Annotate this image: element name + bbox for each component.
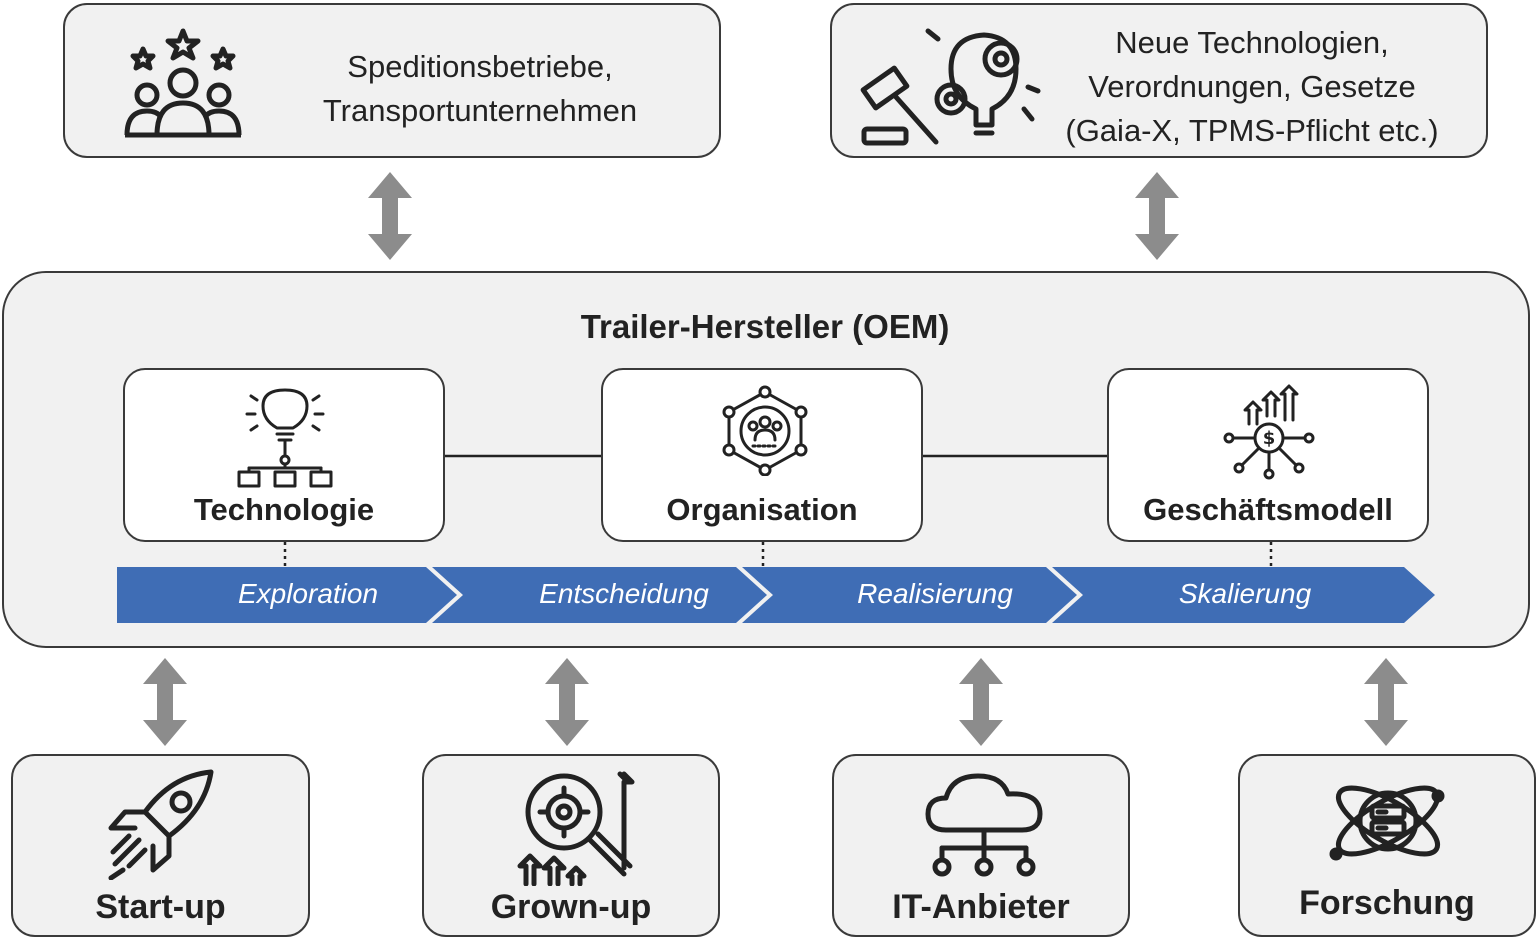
top-left-box: Speditionsbetriebe, Transportunternehmen xyxy=(63,3,721,158)
gavel-gear-bulb-icon xyxy=(856,17,1041,149)
phase-chevron-realisierung xyxy=(742,567,1077,623)
cloud-network-icon xyxy=(922,768,1046,878)
phase-label-exploration: Exploration xyxy=(237,578,379,609)
atom-server-icon xyxy=(1326,766,1450,876)
dimension-geschaeftsmodell: $ Geschäftsmodell xyxy=(1107,368,1429,542)
dimension-technologie: Technologie xyxy=(123,368,445,542)
phase-chevron-exploration xyxy=(117,567,457,623)
people-stars-icon xyxy=(123,25,243,140)
partner-label-start-up: Start-up xyxy=(95,888,226,926)
partner-it-anbieter: IT-Anbieter xyxy=(832,754,1130,937)
rocket-icon xyxy=(101,766,221,880)
dimension-label-technologie: Technologie xyxy=(193,492,375,527)
lightbulb-hierarchy-icon xyxy=(235,384,335,488)
phase-chevron-entscheidung xyxy=(432,567,767,623)
partner-label-it-anbieter: IT-Anbieter xyxy=(892,888,1070,926)
svg-text:$: $ xyxy=(1263,428,1276,449)
oem-title: Trailer-Hersteller (OEM) xyxy=(580,308,950,345)
top-right-line-3: (Gaia-X, TPMS-Pflicht etc.) xyxy=(1065,113,1439,148)
top-right-text: Neue Technologien, Verordnungen, Gesetze… xyxy=(1042,21,1462,153)
top-left-line-1: Speditionsbetriebe, xyxy=(347,49,613,84)
dimension-label-organisation: Organisation xyxy=(666,492,858,527)
top-right-line-1: Neue Technologien, xyxy=(1115,25,1389,60)
partner-grown-up: Grown-up xyxy=(422,754,720,937)
dimension-label-geschaeftsmodell: Geschäftsmodell xyxy=(1143,492,1393,527)
dimension-organisation: Organisation xyxy=(601,368,923,542)
phase-label-skalierung: Skalierung xyxy=(1178,578,1312,609)
partner-forschung: Forschung xyxy=(1238,754,1536,937)
phase-label-realisierung: Realisierung xyxy=(857,578,1013,609)
top-left-text: Speditionsbetriebe, Transportunternehmen xyxy=(265,45,695,133)
partner-start-up: Start-up xyxy=(11,754,310,937)
phase-chevron-skalierung xyxy=(1052,567,1435,623)
top-right-line-2: Verordnungen, Gesetze xyxy=(1088,69,1416,104)
partner-label-grown-up: Grown-up xyxy=(490,888,652,926)
team-network-icon xyxy=(717,384,813,476)
top-right-box: Neue Technologien, Verordnungen, Gesetze… xyxy=(830,3,1488,158)
dollar-growth-icon: $ xyxy=(1219,384,1319,484)
partner-label-forschung: Forschung xyxy=(1299,884,1475,922)
phase-label-entscheidung: Entscheidung xyxy=(539,578,709,609)
magnifier-gear-icon xyxy=(516,768,640,886)
top-left-line-2: Transportunternehmen xyxy=(322,93,638,128)
